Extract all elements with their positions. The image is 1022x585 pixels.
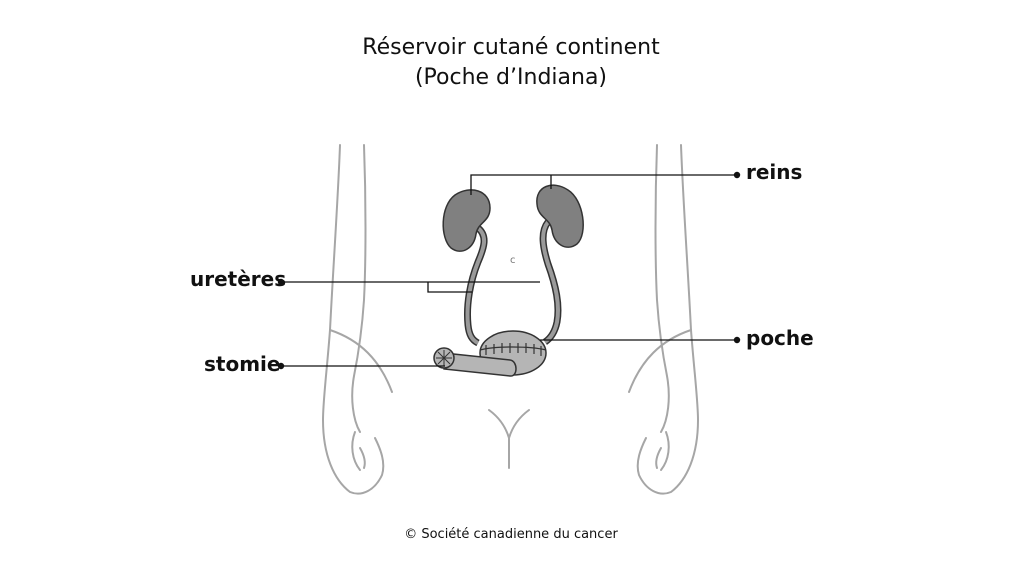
label-stomie: stomie (204, 352, 281, 376)
left-hand-detail (351, 431, 366, 471)
label-ureteres: uretères (190, 267, 287, 291)
right-hand-detail (655, 431, 670, 471)
pouch-suture-marks (485, 343, 542, 356)
right-arm-outline (654, 144, 670, 433)
label-poche: poche (746, 326, 814, 350)
leader-dots (277, 171, 741, 370)
ureteres-leader-branch (427, 282, 472, 293)
diagram-title-line-2: (Poche d’Indiana) (414, 65, 608, 90)
reins-dot (733, 171, 741, 179)
body-outline (322, 144, 699, 495)
label-reins: reins (746, 160, 803, 184)
poche-dot (733, 336, 741, 344)
left-torso-outline (322, 144, 385, 495)
stoma-marks (436, 350, 452, 366)
reins-leader (470, 174, 735, 195)
diagram-title-line-1: Réservoir cutané continent (362, 35, 660, 60)
waist-left (329, 329, 393, 393)
navel-mark: c (510, 255, 516, 266)
groin-outline (488, 409, 530, 469)
left-arm-outline (351, 144, 367, 433)
ureteres-dot (277, 278, 285, 286)
right-torso-outline (636, 144, 699, 495)
ureters (464, 219, 562, 347)
right-kidney (536, 184, 584, 248)
stomie-dot (277, 362, 285, 370)
stoma (433, 347, 517, 377)
left-kidney (442, 189, 491, 252)
copyright-credit: © Société canadienne du cancer (404, 527, 618, 542)
waist-right (628, 329, 692, 393)
leader-lines (283, 174, 735, 367)
